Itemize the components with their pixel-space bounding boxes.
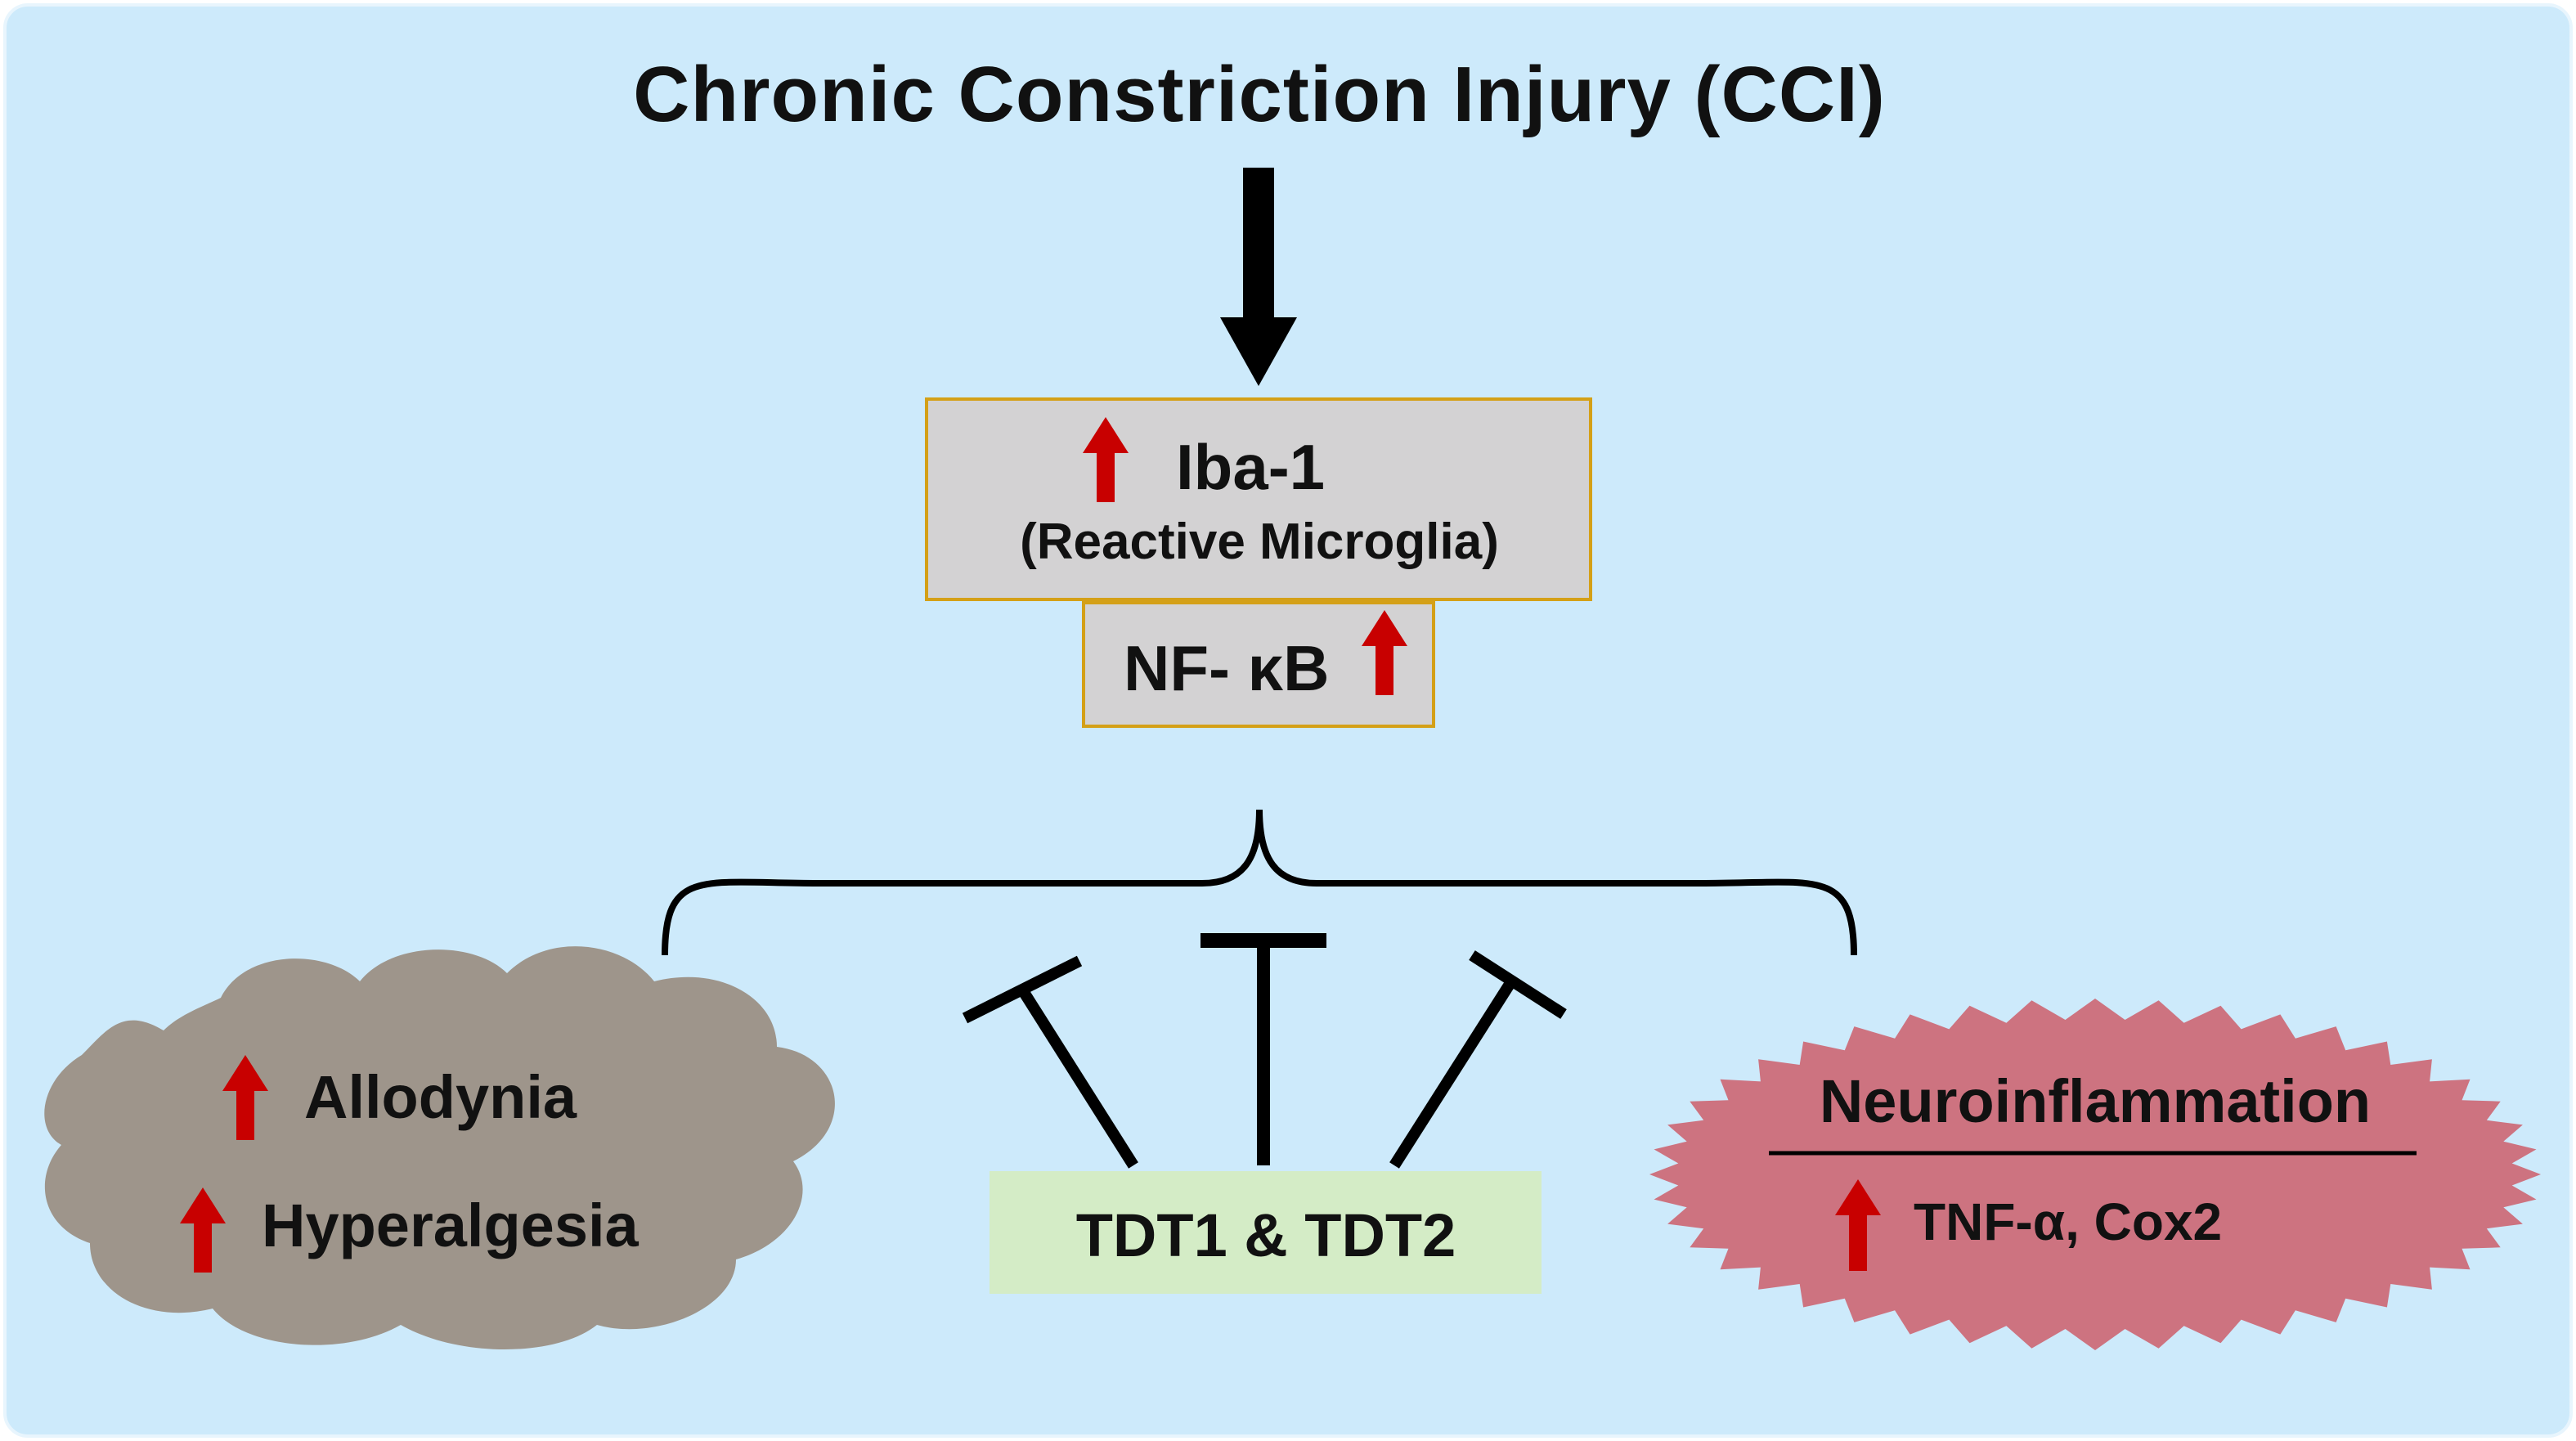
iba-label: Iba-1 [1176, 431, 1326, 503]
increase-arrow-icon [1835, 1179, 1881, 1271]
inflammation-burst-shape [1649, 999, 2541, 1350]
cloud-item-hyperalgesia: Hyperalgesia [262, 1192, 639, 1259]
inflammation-heading: Neuroinflammation [1819, 1067, 2372, 1135]
inflammation-markers: TNF-α, Cox2 [1914, 1192, 2223, 1251]
treatment-label: TDT1 & TDT2 [1075, 1201, 1456, 1269]
grouping-brace [662, 809, 1857, 956]
increase-arrow-icon [1362, 610, 1407, 695]
inhibition-tbar-icon [1389, 950, 1567, 1169]
treatment-box [990, 1171, 1542, 1294]
nfkb-box [1082, 601, 1435, 728]
iba-sublabel: (Reactive Microglia) [1020, 514, 1499, 570]
inhibition-tbar-icon [1200, 933, 1326, 1165]
increase-arrow-icon [1083, 417, 1129, 502]
cci-down-arrow [1220, 168, 1297, 386]
cloud-item-allodynia: Allodynia [304, 1063, 577, 1131]
page-title: Chronic Constriction Injury (CCI) [633, 51, 1886, 138]
pain-cloud-shape [44, 946, 835, 1349]
nfkb-label: NF- κB [1124, 632, 1330, 704]
inhibition-tbar-icon [962, 955, 1138, 1169]
increase-arrow-icon [180, 1187, 226, 1273]
iba-box [925, 397, 1592, 601]
increase-arrow-icon [222, 1055, 268, 1140]
